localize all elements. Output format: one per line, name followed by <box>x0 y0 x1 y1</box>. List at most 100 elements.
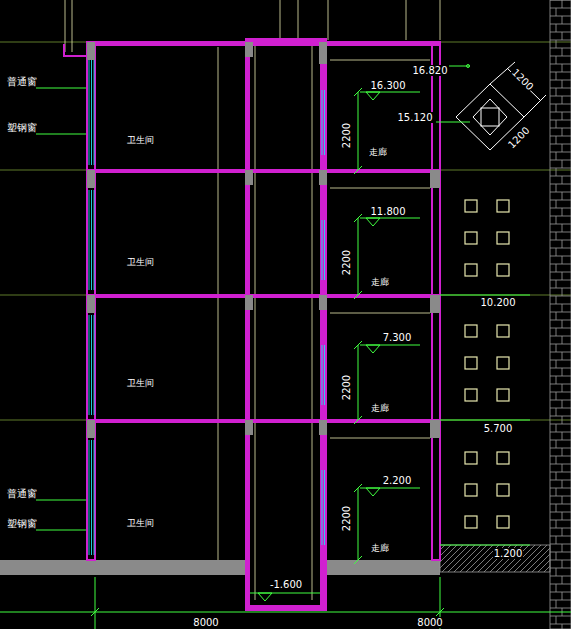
elevation: 15.120 <box>397 112 434 123</box>
wall-junction <box>87 295 95 313</box>
room-box: 卫生间 <box>125 256 156 268</box>
brick-course <box>550 584 571 585</box>
brick-joint <box>562 160 563 168</box>
level-mark <box>440 545 530 546</box>
brick-joint <box>556 216 557 224</box>
wall-junction <box>87 42 95 60</box>
facade-square <box>465 516 477 528</box>
window <box>91 190 92 290</box>
dimension: 1200 <box>509 65 536 92</box>
brick-course <box>550 40 571 41</box>
axis-dimension: 8000 <box>416 617 443 628</box>
brick-course <box>550 8 571 9</box>
facade-square <box>497 200 509 212</box>
brick-joint <box>562 592 563 600</box>
brick-joint <box>556 552 557 560</box>
level-mark <box>354 166 362 174</box>
brick-course <box>550 376 571 377</box>
brick-joint <box>556 408 557 416</box>
facade-square <box>497 452 509 464</box>
brick-course <box>550 328 571 329</box>
brick-joint <box>562 288 563 296</box>
brick-course <box>550 144 571 145</box>
room-name: 卫生间 <box>127 135 154 145</box>
room-name: 卫生间 <box>127 257 154 267</box>
level-mark <box>358 345 359 420</box>
leader-line <box>36 134 86 135</box>
wall-junction <box>245 42 253 57</box>
brick-joint <box>556 616 557 624</box>
brick-joint <box>556 40 557 48</box>
brick-joint <box>562 416 563 424</box>
shaft-wall <box>245 38 327 41</box>
brick-joint <box>562 560 563 568</box>
brick-joint <box>562 176 563 184</box>
brick-joint <box>562 320 563 328</box>
brick-joint <box>556 424 557 432</box>
window <box>91 440 92 555</box>
brick-course <box>550 200 571 201</box>
partition-line <box>330 60 430 61</box>
level-mark <box>258 593 272 601</box>
brick-joint <box>562 272 563 280</box>
brick-joint <box>556 392 557 400</box>
room-box: 走廊 <box>369 402 391 414</box>
brick-course <box>550 608 571 609</box>
material-note: 塑钢窗 <box>6 518 38 529</box>
facade-square <box>465 452 477 464</box>
partition-line <box>330 313 430 314</box>
facade-square <box>497 516 509 528</box>
brick-course <box>550 112 571 113</box>
facade-square <box>465 200 509 528</box>
room-name: 卫生间 <box>127 378 154 388</box>
brick-joint <box>556 72 557 80</box>
brick-joint <box>556 376 557 384</box>
window <box>89 190 90 290</box>
facade-square <box>497 357 509 369</box>
roof-symbol <box>481 108 499 126</box>
brick-course <box>550 312 571 313</box>
window <box>89 60 325 555</box>
brick-joint <box>562 304 563 312</box>
brick-course <box>550 624 571 625</box>
window <box>89 440 90 555</box>
brick-course <box>550 408 571 409</box>
brick-course <box>550 488 571 489</box>
level-mark <box>358 92 359 170</box>
ground-hatch <box>440 545 550 572</box>
brick-joint <box>562 544 563 552</box>
brick-joint <box>556 456 557 464</box>
brick-joint <box>562 64 563 72</box>
brick-course <box>550 296 571 297</box>
brick-joint <box>556 472 557 480</box>
window <box>324 470 325 545</box>
facade-square <box>465 325 477 337</box>
brick-course <box>550 528 571 529</box>
window <box>322 90 323 155</box>
room-box: 走廊 <box>369 542 391 554</box>
brick-joint <box>556 152 557 160</box>
brick-joint <box>556 24 557 32</box>
brick-joint <box>562 16 563 24</box>
wall-junction <box>319 42 327 64</box>
material-note: 塑钢窗 <box>6 122 38 133</box>
brick-joint <box>556 584 557 592</box>
material-note: 普通窗 <box>6 76 38 87</box>
brick-course <box>550 72 571 73</box>
room-name: 卫生间 <box>127 518 154 528</box>
brick-course <box>550 120 571 121</box>
brick-joint <box>556 360 557 368</box>
brick-joint <box>562 336 563 344</box>
level-mark <box>358 488 359 560</box>
leader-line <box>36 88 86 89</box>
wall-junction <box>245 170 253 185</box>
wall-junction <box>87 170 95 188</box>
room-box: 走廊 <box>369 276 391 288</box>
facade-square <box>465 389 477 401</box>
brick-course <box>550 96 571 97</box>
partition-line <box>330 188 430 189</box>
brick-joint <box>556 88 557 96</box>
brick-course <box>550 288 571 289</box>
brick-joint <box>562 192 563 200</box>
level-mark <box>436 122 470 123</box>
